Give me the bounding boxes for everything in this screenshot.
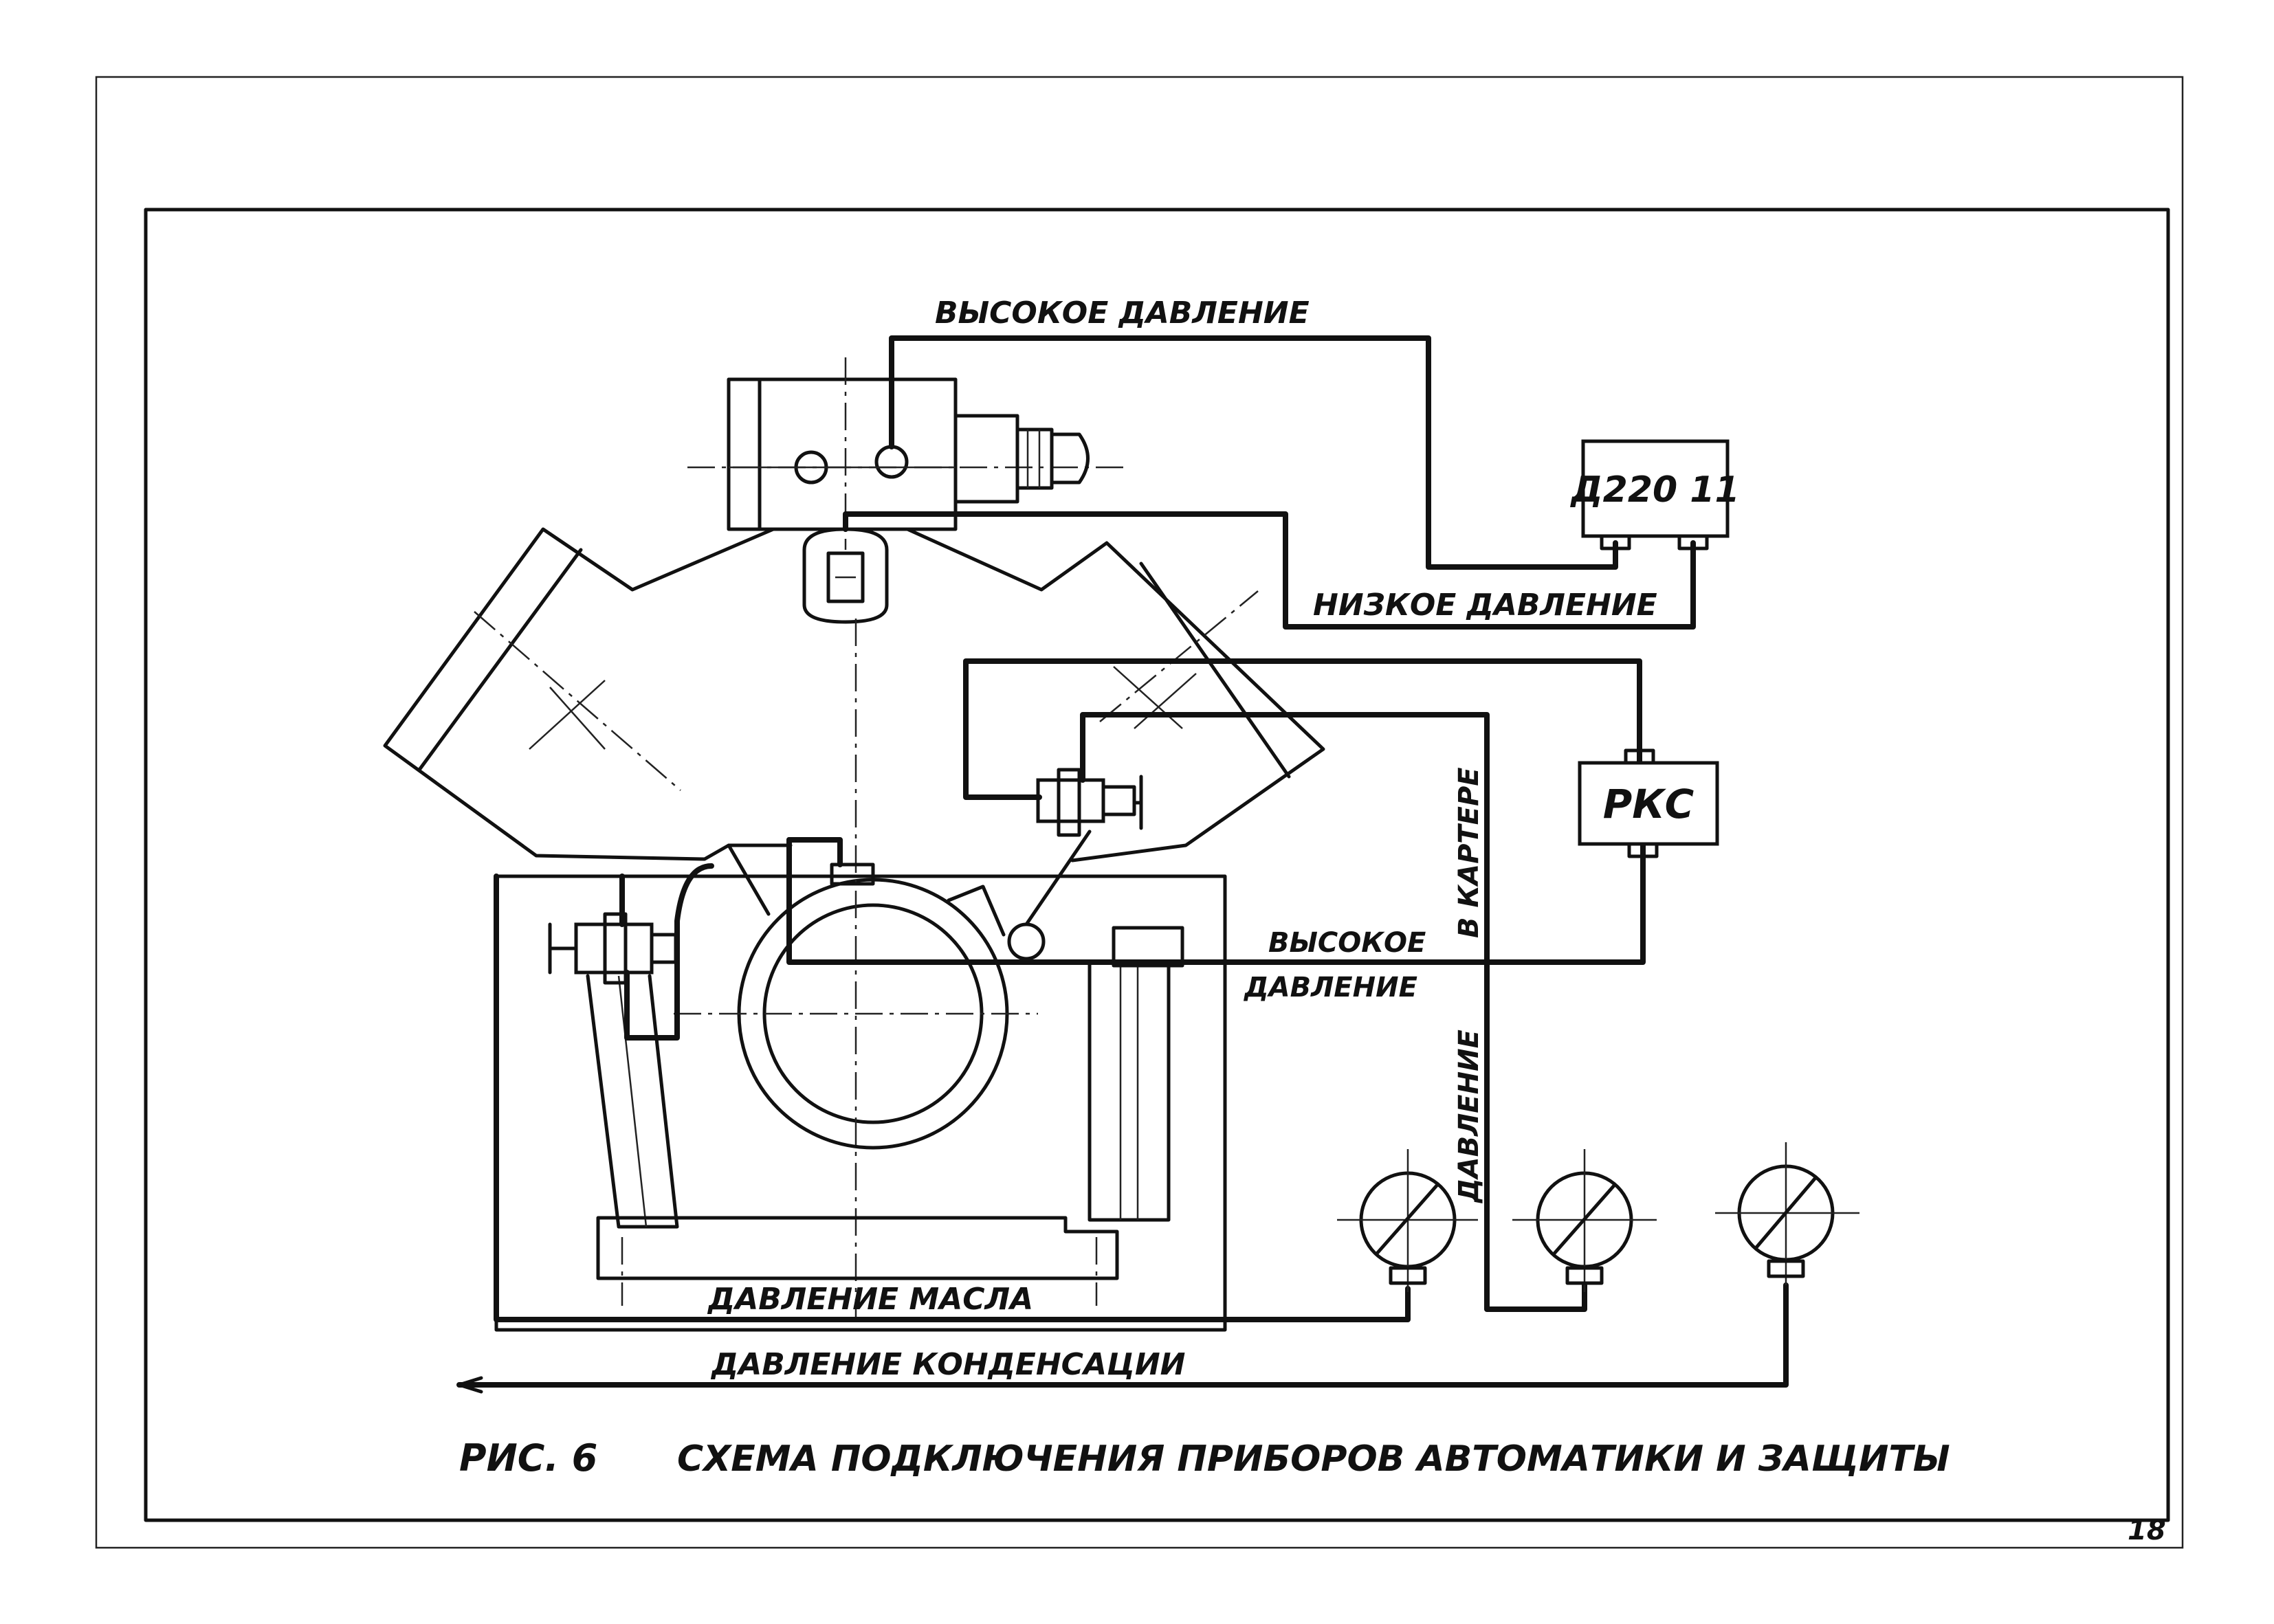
left-oil-valve (574, 922, 654, 975)
label-in-crankcase: В КАРТЕРЕ (1453, 767, 1485, 938)
label-oil-pressure: ДАВЛЕНИЕ МАСЛА (707, 1282, 1033, 1317)
discharge-port (874, 445, 909, 479)
outer-frame (95, 76, 2184, 1549)
label-low-pressure: НИЗКОЕ ДАВЛЕНИЕ (1313, 588, 1657, 623)
condensation-line (456, 1282, 1789, 1388)
left-support (586, 974, 679, 1229)
high-pressure-line (889, 335, 1618, 570)
label-pressure-vertical: ДАВЛЕНИЕ (1453, 1030, 1485, 1204)
condensation-pressure-gauge (1715, 1142, 1859, 1285)
cylinder-head (727, 377, 958, 531)
filter-housing (802, 527, 889, 624)
inner-frame (144, 208, 2170, 1522)
compressor-drawing (383, 357, 1325, 1332)
label-high-pressure-top: ВЫСОКОЕ ДАВЛЕНИЕ (935, 296, 1310, 331)
right-support (1088, 960, 1171, 1222)
rks-high-pressure-line (786, 837, 1646, 965)
label-high-pressure-mid-2: ДАВЛЕНИЕ (1243, 972, 1417, 1003)
crankcase-pressure-gauge (1512, 1149, 1657, 1292)
low-pressure-line (843, 511, 1696, 630)
right-cylinder-block (905, 527, 1325, 863)
oil-pressure-gauge (1337, 1149, 1478, 1292)
figure-title: СХЕМА ПОДКЛЮЧЕНИЯ ПРИБОРОВ АВТОМАТИКИ И … (677, 1438, 1950, 1480)
left-cylinder-block (383, 527, 775, 861)
d220-label: Д220 11 (1569, 469, 1739, 511)
sight-glass (1007, 922, 1046, 961)
right-oil-valve (1036, 778, 1105, 823)
page-number: 18 (2128, 1515, 2166, 1546)
crankcase-line (1080, 712, 1587, 1312)
figure-number: РИС. 6 (459, 1436, 597, 1480)
rks-suction-line (963, 658, 1642, 800)
oil-pressure-line (494, 874, 1411, 1322)
base-plate (596, 1216, 1119, 1280)
rks-label: РКС (1603, 781, 1694, 827)
label-condensation-pressure: ДАВЛЕНИЕ КОНДЕНСАЦИИ (710, 1347, 1185, 1382)
label-high-pressure-mid-1: ВЫСОКОЕ (1268, 927, 1426, 959)
device-d220: Д220 11 (1569, 439, 1740, 550)
piping (456, 335, 1789, 1394)
device-rks: РКС (1578, 748, 1719, 858)
